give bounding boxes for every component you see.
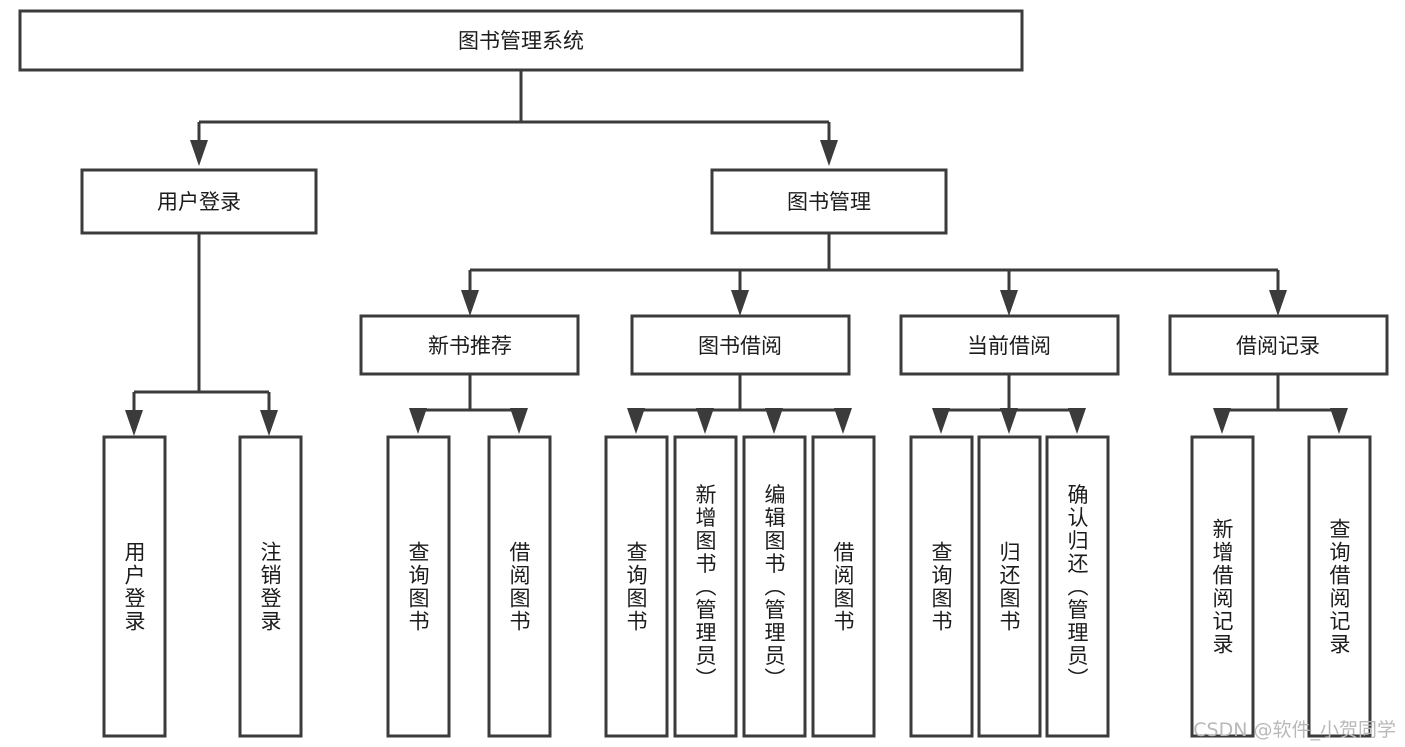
leaf-user-login-label: 用户登录 <box>122 541 146 633</box>
leaf-bb-borrow-book-box[interactable] <box>811 435 876 738</box>
arrow-icon <box>190 140 208 166</box>
arrow-icon <box>1000 290 1018 316</box>
node-new-book-recommend-label: 新书推荐 <box>428 334 512 358</box>
node-user-login-label: 用户登录 <box>157 190 241 214</box>
node-book-borrow[interactable]: 图书借阅 <box>630 314 851 376</box>
leaf-node[interactable]: 确认归还（管理员） <box>1045 435 1110 738</box>
node-borrow-record-label: 借阅记录 <box>1236 334 1320 358</box>
arrow-icon <box>627 408 645 434</box>
leaf-node[interactable]: 注销登录 <box>238 435 303 738</box>
arrow-icon <box>932 408 950 434</box>
arrow-icon <box>765 408 783 434</box>
arrow-icon <box>834 408 852 434</box>
leaf-node[interactable]: 新增借阅记录 <box>1190 435 1255 738</box>
node-borrow-record-box[interactable] <box>1168 314 1389 376</box>
arrow-icon <box>696 408 714 434</box>
node-root-box[interactable] <box>18 9 1024 72</box>
leaf-cb-confirm-return-label: 确认归还（管理员） <box>1065 484 1089 691</box>
node-user-login[interactable]: 用户登录 <box>80 168 318 235</box>
leaf-nb-borrow-book-box[interactable] <box>487 435 552 738</box>
leaf-bb-query-book-box[interactable] <box>604 435 669 738</box>
arrow-icon <box>510 408 528 434</box>
leaf-br-query-record-label: 查询借阅记录 <box>1327 518 1351 656</box>
connector-group-root <box>190 70 838 166</box>
node-new-book-recommend-box[interactable] <box>359 314 580 376</box>
connector-group-new-book <box>409 374 528 434</box>
leaf-user-login-box[interactable] <box>102 435 167 738</box>
leaf-nb-query-book-label: 查询图书 <box>406 541 430 633</box>
node-book-borrow-box[interactable] <box>630 314 851 376</box>
leaf-nb-query-book-box[interactable] <box>386 435 451 738</box>
arrow-icon <box>461 290 479 316</box>
leaf-node[interactable]: 归还图书 <box>977 435 1042 738</box>
leaf-node[interactable]: 查询借阅记录 <box>1307 435 1372 738</box>
leaf-cb-query-book-label: 查询图书 <box>929 541 953 633</box>
leaf-bb-edit-book-label: 编辑图书（管理员） <box>762 484 786 691</box>
arrow-icon <box>1000 408 1018 434</box>
leaf-node[interactable]: 新增图书（管理员） <box>673 435 738 738</box>
connector-group-current-borrow <box>932 374 1086 434</box>
leaf-br-add-record-box[interactable] <box>1190 435 1255 738</box>
connector-group-book-borrow <box>627 374 852 434</box>
leaf-node[interactable]: 查询图书 <box>604 435 669 738</box>
leaf-logout-label: 注销登录 <box>258 541 282 633</box>
connector-group-book-management <box>461 233 1287 316</box>
node-user-login-box[interactable] <box>80 168 318 235</box>
node-root-label: 图书管理系统 <box>458 29 584 53</box>
leaf-bb-query-book-label: 查询图书 <box>624 541 648 633</box>
node-current-borrow[interactable]: 当前借阅 <box>899 314 1120 376</box>
arrow-icon <box>260 410 278 436</box>
leaf-cb-return-book-box[interactable] <box>977 435 1042 738</box>
leaf-br-query-record-box[interactable] <box>1307 435 1372 738</box>
leaf-node[interactable]: 编辑图书（管理员） <box>742 435 807 738</box>
leaf-bb-borrow-book-label: 借阅图书 <box>831 541 855 633</box>
node-current-borrow-box[interactable] <box>899 314 1120 376</box>
leaf-cb-confirm-return-box[interactable] <box>1045 435 1110 738</box>
arrow-icon <box>820 140 838 166</box>
leaf-node[interactable]: 借阅图书 <box>487 435 552 738</box>
leaf-cb-query-book-box[interactable] <box>909 435 974 738</box>
leaf-br-add-record-label: 新增借阅记录 <box>1210 518 1234 656</box>
leaf-bb-add-book-box[interactable] <box>673 435 738 738</box>
arrow-icon <box>731 290 749 316</box>
leaf-cb-return-book-label: 归还图书 <box>997 541 1021 633</box>
leaf-bb-edit-book-box[interactable] <box>742 435 807 738</box>
leaf-node[interactable]: 借阅图书 <box>811 435 876 738</box>
arrow-icon <box>125 410 143 436</box>
leaf-nb-borrow-book-label: 借阅图书 <box>507 541 531 633</box>
node-new-book-recommend[interactable]: 新书推荐 <box>359 314 580 376</box>
csdn-watermark: CSDN @软件_小贺同学 <box>1193 719 1396 741</box>
node-book-management-label: 图书管理 <box>787 190 871 214</box>
arrow-icon <box>1330 408 1348 434</box>
arrow-icon <box>1068 408 1086 434</box>
arrow-icon <box>409 408 427 434</box>
leaf-node[interactable]: 查询图书 <box>386 435 451 738</box>
leaf-node[interactable]: 查询图书 <box>909 435 974 738</box>
arrow-icon <box>1213 408 1231 434</box>
node-book-management-box[interactable] <box>710 168 948 235</box>
node-book-management[interactable]: 图书管理 <box>710 168 948 235</box>
node-book-borrow-label: 图书借阅 <box>698 334 782 358</box>
connector-group-user-login <box>125 233 278 436</box>
leaf-logout-box[interactable] <box>238 435 303 738</box>
leaf-node[interactable]: 用户登录 <box>102 435 167 738</box>
arrow-icon <box>1269 290 1287 316</box>
connector-group-borrow-record <box>1213 374 1348 434</box>
node-current-borrow-label: 当前借阅 <box>967 334 1051 358</box>
node-borrow-record[interactable]: 借阅记录 <box>1168 314 1389 376</box>
node-root-system[interactable]: 图书管理系统 <box>18 9 1024 72</box>
leaf-bb-add-book-label: 新增图书（管理员） <box>693 484 717 691</box>
